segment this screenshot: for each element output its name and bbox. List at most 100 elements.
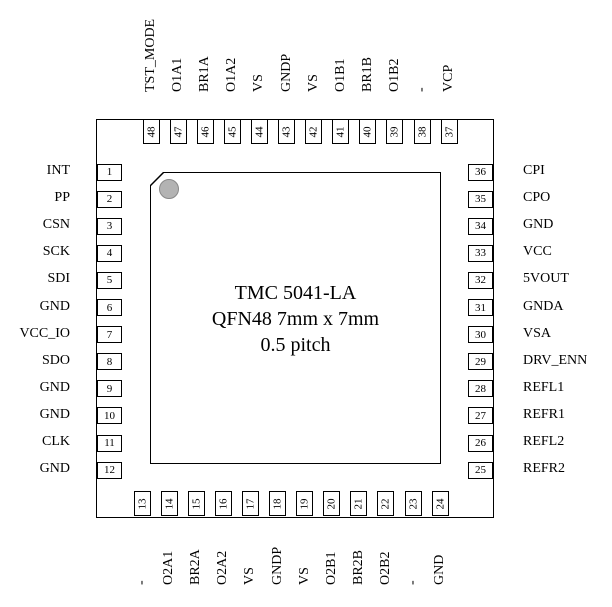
pin-41-box: 41 — [332, 119, 350, 144]
pin-27-label: REFR1 — [523, 406, 566, 422]
pin-45-label: O1A2 — [224, 57, 240, 92]
pin-3-box: 3 — [97, 217, 122, 235]
pin-16-label: O2A2 — [215, 550, 231, 585]
pin-44-label: VS — [251, 74, 267, 92]
pin-45-box: 45 — [223, 119, 241, 144]
pin-43-box: 43 — [278, 119, 295, 144]
pin-26-label: REFL2 — [523, 434, 565, 449]
pin-40-label: BR1B — [359, 56, 375, 92]
pin-13-label: - — [134, 580, 149, 585]
pin-30-box: 30 — [468, 326, 493, 344]
pin-20-label: O2B1 — [323, 551, 339, 585]
pin-6-box: 6 — [97, 299, 122, 316]
pin-23-label: - — [405, 580, 420, 585]
pin-32-label: 5VOUT — [523, 271, 569, 287]
pin-15-label: BR2A — [188, 549, 204, 585]
pin-6-label: GND — [39, 298, 70, 314]
pin-5-label: SDI — [47, 271, 70, 287]
pin-18-box: 18 — [269, 491, 286, 516]
pin-1-label: INT — [46, 163, 70, 178]
pin-48-label: TST_MODE — [143, 18, 158, 92]
pin-3-label: CSN — [42, 217, 70, 233]
pin-26-box: 26 — [468, 434, 493, 452]
pin-19-label: VS — [296, 567, 312, 585]
pin-33-label: VCC — [523, 244, 552, 260]
pin-8-box: 8 — [97, 353, 122, 371]
pin-37-box: 37 — [440, 119, 458, 144]
pin-22-label: O2B2 — [377, 551, 393, 585]
chip-pitch: 0.5 pitch — [260, 334, 331, 356]
pin-11-box: 11 — [97, 434, 122, 452]
pin-31-label: GNDA — [523, 298, 564, 314]
pin-9-label: GND — [39, 379, 70, 395]
pin-12-label: GND — [39, 461, 70, 477]
pin-46-box: 46 — [196, 119, 214, 144]
chip-label: TMC 5041-LA QFN48 7mm x 7mm 0.5 pitch — [150, 280, 441, 358]
pin-8-label: SDO — [41, 352, 70, 368]
pin-17-box: 17 — [241, 491, 259, 516]
pin-25-label: REFR2 — [523, 461, 566, 477]
pin-29-box: 29 — [468, 353, 493, 371]
pin-21-box: 21 — [350, 491, 368, 516]
pin-28-label: REFL1 — [523, 379, 565, 395]
chip-package: QFN48 7mm x 7mm — [211, 308, 380, 330]
pin-14-box: 14 — [160, 491, 178, 516]
chip-name: TMC 5041-LA — [234, 282, 357, 304]
pin-13-box: 13 — [133, 491, 151, 516]
pin-4-box: 4 — [97, 244, 122, 262]
pin-30-label: VSA — [523, 325, 552, 341]
pin-41-label: O1B1 — [332, 58, 348, 92]
pin-28-box: 28 — [468, 380, 493, 398]
pin-15-box: 15 — [187, 491, 205, 516]
pin-40-box: 40 — [359, 119, 377, 144]
pin-25-box: 25 — [468, 461, 493, 479]
pin-7-label: VCC_IO — [19, 325, 70, 341]
pin-29-label: DRV_ENN — [523, 352, 588, 368]
pin-10-label: GND — [39, 406, 70, 422]
pin-17-label: VS — [242, 567, 258, 585]
pin1-marker — [159, 179, 179, 199]
pin-39-box: 39 — [386, 119, 404, 144]
pin-34-box: 34 — [468, 217, 493, 235]
pin-36-label: CPI — [523, 163, 545, 178]
pin-31-box: 31 — [468, 299, 493, 316]
pin-39-label: O1B2 — [386, 58, 402, 92]
pin-35-box: 35 — [468, 190, 493, 208]
pin-19-box: 19 — [296, 491, 314, 516]
pin-10-box: 10 — [97, 407, 122, 425]
pin-47-box: 47 — [169, 119, 187, 144]
pin-42-label: VS — [305, 74, 321, 92]
pin-23-box: 23 — [404, 491, 422, 516]
pin-12-box: 12 — [97, 461, 122, 479]
pin-24-box: 24 — [431, 491, 449, 516]
pin-16-box: 16 — [214, 491, 232, 516]
pin-42-box: 42 — [305, 119, 323, 144]
pin-34-label: GND — [523, 217, 554, 233]
pin-18-label: GNDP — [269, 546, 285, 585]
pin-47-label: O1A1 — [170, 57, 186, 92]
pin-4-label: SCK — [42, 244, 70, 260]
pin-38-label: - — [414, 87, 429, 92]
pin-22-box: 22 — [377, 491, 395, 516]
pin-1-box: 1 — [97, 163, 122, 181]
pin-24-label: GND — [432, 554, 448, 585]
pin-43-label: GNDP — [278, 53, 294, 92]
pin-2-box: 2 — [97, 190, 122, 208]
pin-36-box: 36 — [468, 163, 493, 181]
die-outline — [150, 172, 441, 464]
pin-5-box: 5 — [97, 271, 122, 289]
pin-27-box: 27 — [468, 407, 493, 425]
pin-48-box: 48 — [142, 119, 160, 144]
pin-14-label: O2A1 — [161, 550, 177, 585]
pin-11-label: CLK — [42, 434, 70, 449]
pin-9-box: 9 — [97, 380, 122, 398]
pin-20-box: 20 — [323, 491, 341, 516]
pin-35-label: CPO — [523, 190, 551, 206]
pin-38-box: 38 — [413, 119, 431, 144]
pin-33-box: 33 — [468, 244, 493, 262]
pin-44-box: 44 — [250, 119, 268, 144]
pin-37-label: VCP — [441, 64, 457, 92]
pin-7-box: 7 — [97, 326, 122, 344]
pin-21-label: BR2B — [350, 549, 366, 585]
